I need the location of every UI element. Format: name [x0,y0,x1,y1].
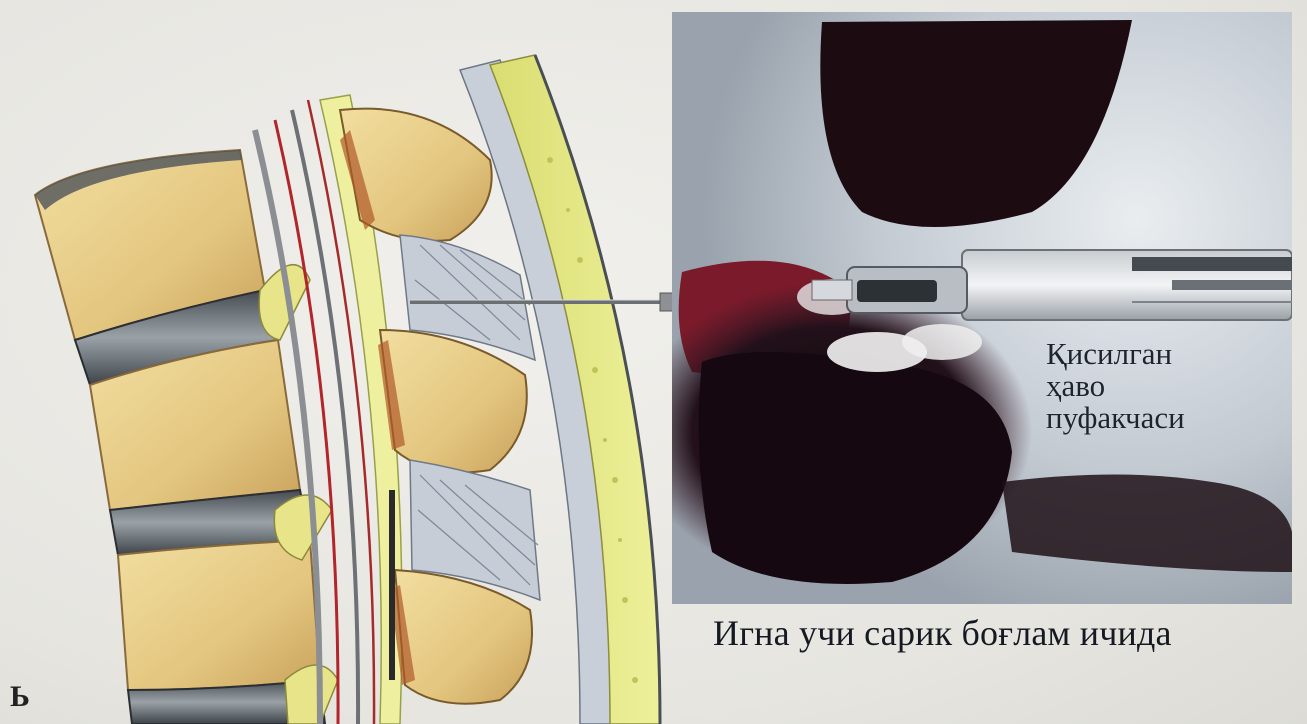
label-line-2: ҳаво [1046,370,1185,402]
label-line-1: Қисилган [1046,338,1185,370]
spine-illustration [20,40,700,724]
procedure-photo [672,12,1292,604]
air-bubble-label: Қисилган ҳаво пуфакчаси [1046,338,1185,434]
spinous-process-2 [380,330,527,473]
figure-caption: Игна учи сарик боғлам ичида [713,612,1172,654]
vertebral-body-3 [118,540,320,690]
figure-panel-letter: Ь [10,680,30,714]
label-line-3: пуфакчаси [1046,402,1185,434]
